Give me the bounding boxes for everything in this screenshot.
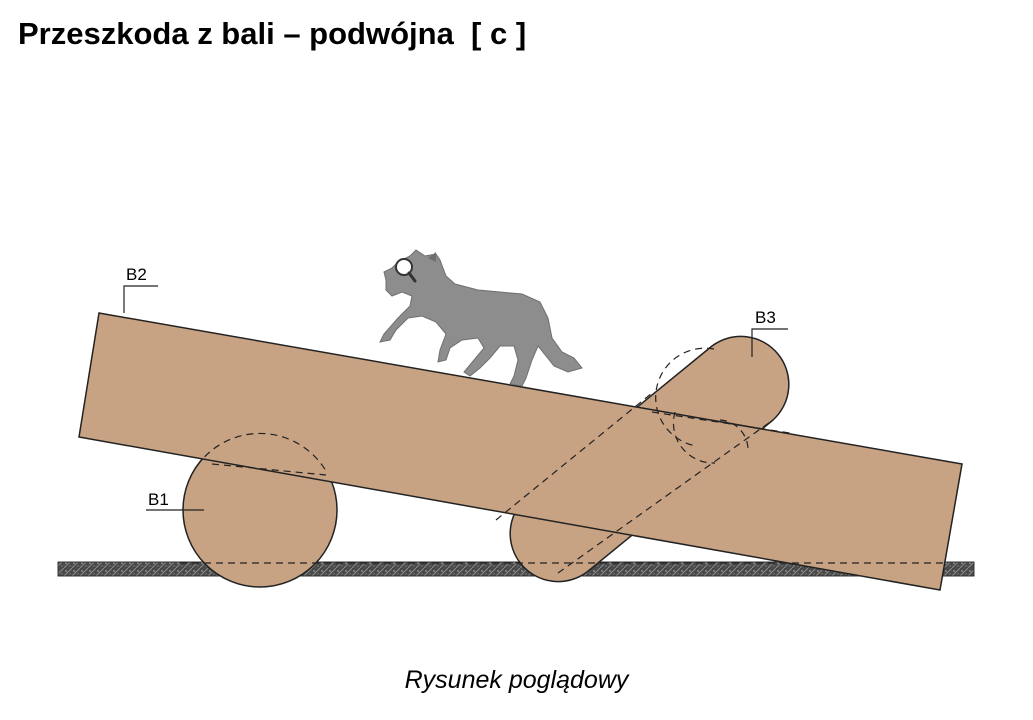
label-b3: B3: [755, 308, 776, 327]
hidden-lines: [180, 347, 946, 574]
magnifier-icon: [395, 258, 417, 283]
dog-silhouette-icon: [379, 249, 583, 387]
label-b2: B2: [126, 265, 147, 284]
page-title: Przeszkoda z bali – podwójna [ c ]: [18, 16, 527, 51]
figure-caption: Rysunek poglądowy: [404, 666, 629, 694]
label-b1: B1: [148, 490, 169, 509]
label-leaders: [123, 285, 788, 511]
